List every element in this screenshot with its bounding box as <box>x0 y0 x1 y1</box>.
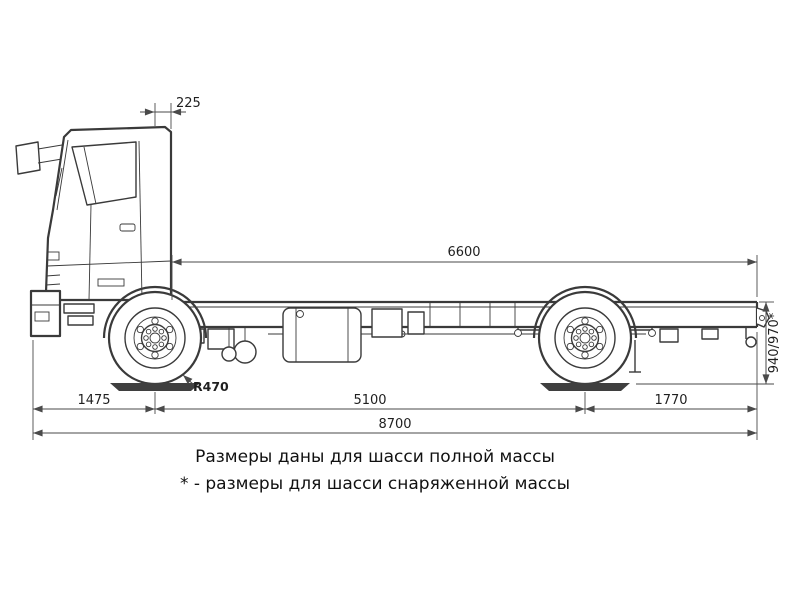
chassis-frame <box>171 300 759 338</box>
dimension-label-6600: 6600 <box>447 245 480 260</box>
rear-wheel <box>537 290 633 386</box>
ground-pads <box>110 383 630 391</box>
notes: Размеры даны для шасси полной массы * - … <box>180 447 570 494</box>
door-front-seam <box>88 204 92 301</box>
grille-badge <box>46 251 60 261</box>
dimension-label-1770: 1770 <box>654 393 687 408</box>
tow-hook <box>745 336 757 348</box>
truck-drawing <box>15 125 770 391</box>
dimension-wheelbase: 5100 <box>155 392 586 414</box>
cab-trim-line <box>46 260 172 267</box>
dimension-cab-rear-offset: 225 <box>140 96 201 129</box>
rear-overhang-equipment <box>659 307 770 348</box>
dimension-frame-length: 6600 <box>171 245 758 300</box>
door-handle <box>119 223 136 232</box>
dimension-label-8700: 8700 <box>378 417 411 432</box>
dimension-label-940-970: 940/970* <box>767 312 782 373</box>
dimension-label-225: 225 <box>176 96 201 111</box>
rear-ground-pad <box>540 383 630 391</box>
filler-cap <box>296 310 304 318</box>
air-tank <box>233 340 257 364</box>
dimensions: 225 6600 940/970* R470 1475 510 <box>32 96 782 440</box>
spring-shackle <box>648 329 656 337</box>
fuel-tank <box>282 307 362 363</box>
side-window <box>71 141 137 206</box>
front-fender-arch <box>102 285 208 339</box>
dimension-label-5100: 5100 <box>353 393 386 408</box>
spring-shackle <box>514 329 522 337</box>
cab-side-badge <box>97 278 125 287</box>
bumper <box>29 289 62 338</box>
cab-steps <box>63 303 95 326</box>
dimension-front-overhang: 1475 <box>32 340 156 440</box>
note-line-1: Размеры даны для шасси полной массы <box>195 447 555 467</box>
note-line-2: * - размеры для шасси снаряженной массы <box>180 474 570 494</box>
front-wheel <box>107 290 203 386</box>
front-ground-pad <box>110 383 200 391</box>
equipment-boxes <box>371 308 425 338</box>
window-divider <box>83 146 97 205</box>
windshield-edge <box>56 139 69 211</box>
door-seam <box>138 140 143 301</box>
mirror-housing <box>15 141 41 175</box>
dimension-overall-length: 8700 <box>33 417 757 437</box>
dimension-label-1475: 1475 <box>77 393 110 408</box>
rear-fender <box>532 285 641 373</box>
crossmembers <box>429 302 516 327</box>
dimension-rear-overhang: 1770 <box>585 332 758 440</box>
mirror <box>15 141 63 175</box>
dimension-wheel-radius: R470 <box>182 374 229 394</box>
cab <box>15 125 173 338</box>
dimension-frame-height: 940/970* <box>636 301 782 385</box>
air-tank-small <box>221 346 237 362</box>
fog-lamp <box>34 311 50 322</box>
dimension-label-r470: R470 <box>193 379 229 394</box>
wiper <box>55 167 63 197</box>
